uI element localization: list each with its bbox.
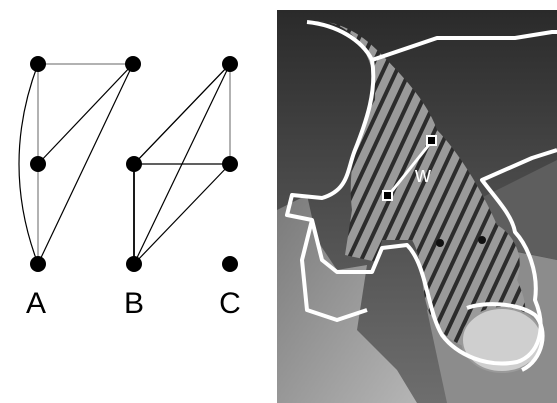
cluster-label-b: B — [124, 287, 144, 320]
node-b-middle-left — [126, 156, 142, 172]
cluster-label-a: A — [26, 287, 46, 320]
cluster-label-c: C — [219, 287, 241, 320]
node-a-top-left — [30, 56, 46, 72]
node-b-top — [222, 56, 238, 72]
edge-b-cross-up — [134, 64, 230, 164]
node-a-middle — [30, 156, 46, 172]
node-b-bottom — [126, 256, 142, 272]
tiger-head — [424, 233, 500, 297]
tiger-segmentation-photo: w — [277, 10, 557, 403]
w-node-lower — [383, 191, 392, 200]
graph-partition-diagram: A B C — [0, 0, 275, 403]
tiger-eye-left — [436, 239, 444, 247]
edge-a-diag-long — [38, 64, 133, 264]
edge-b-cross-low — [134, 164, 230, 264]
node-b-middle-right — [222, 156, 238, 172]
w-edge-label: w — [414, 162, 431, 187]
tiger-eye-right — [478, 236, 486, 244]
w-node-upper — [427, 136, 436, 145]
node-a-bottom — [30, 256, 46, 272]
node-c — [222, 256, 238, 272]
edge-a-diag-mid — [38, 64, 133, 164]
node-a-top-right — [125, 56, 141, 72]
